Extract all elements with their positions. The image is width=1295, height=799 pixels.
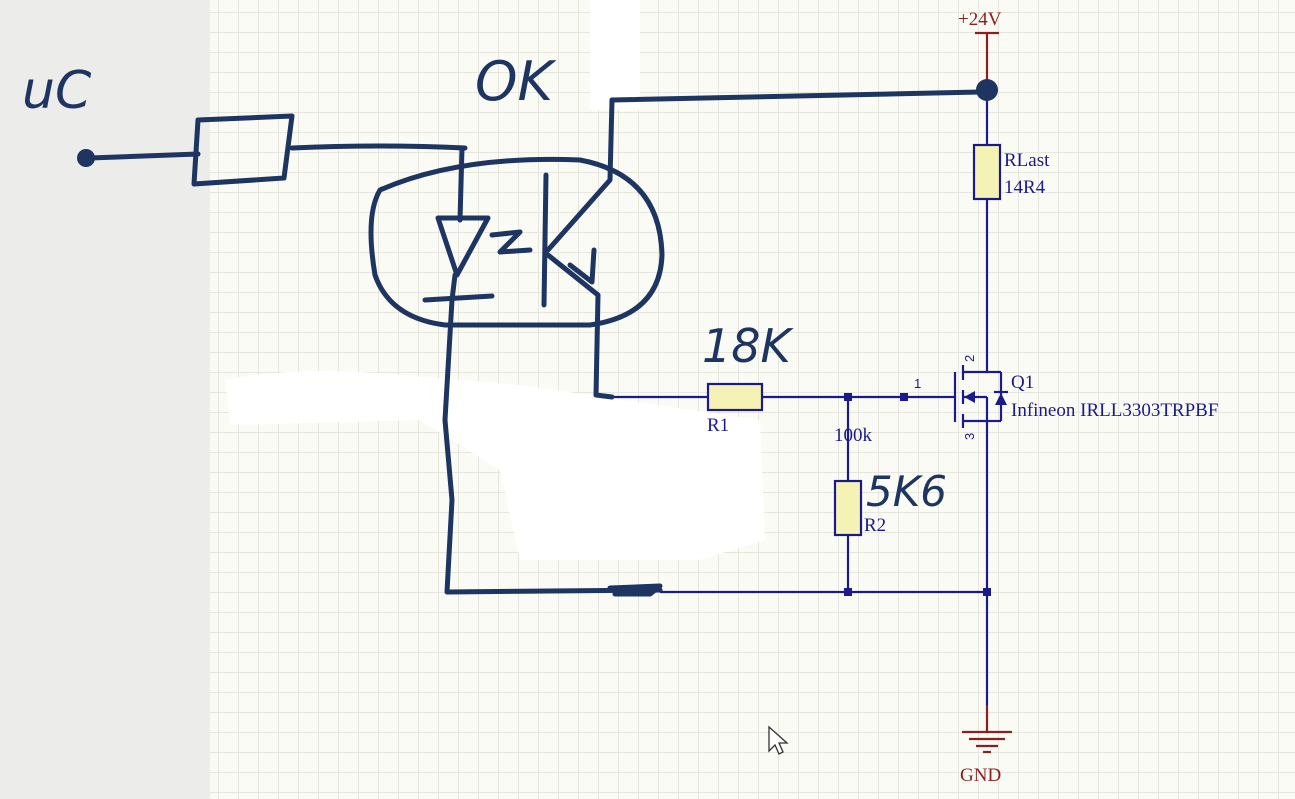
hand-label-ok: OK: [475, 50, 557, 113]
pin-drain: 2: [962, 355, 977, 362]
load-value: 14R4: [1004, 177, 1046, 198]
ink-series-resistor: [191, 113, 295, 187]
hand-label-uc: uC: [22, 61, 92, 121]
ink-wire-to-led: [289, 143, 468, 151]
pin-gate: 1: [914, 376, 921, 391]
load-resistor: RLast 14R4: [972, 143, 1050, 201]
junction-pin1: [900, 393, 908, 401]
ink-led-anode: [457, 145, 465, 223]
mosfet-q1: 1 2 3 Q1 Infineon IRLL3303TRPBF: [914, 345, 1218, 440]
ground-label: GND: [960, 765, 1001, 786]
resistor-r1: R1: [706, 382, 764, 436]
led-triangle: [435, 215, 491, 278]
junction-r2-ground: [844, 588, 852, 596]
whiteout-marks: [225, 0, 765, 560]
supply-symbol: +24V: [958, 9, 1002, 88]
ground-symbol: GND: [960, 705, 1012, 786]
ink-ground-join: [607, 583, 663, 597]
emitter-arrow: [567, 247, 597, 285]
resistor-r2: 100k R2: [833, 425, 886, 537]
r2-designator: R2: [864, 515, 886, 536]
hand-label-r1-value: 18K: [702, 319, 795, 373]
phototransistor-emitter: [545, 252, 615, 400]
q1-part: Infineon IRLL3303TRPBF: [1011, 400, 1218, 421]
mouse-cursor-icon: [768, 725, 789, 755]
r2-value: 100k: [834, 425, 873, 446]
power-rail-wires: [610, 88, 989, 705]
led-bar: [422, 293, 495, 303]
q1-designator: Q1: [1011, 372, 1034, 393]
phototransistor-collector: [545, 97, 615, 253]
paper-margin: [0, 0, 210, 799]
ink-wire-uc: [87, 151, 201, 161]
load-designator: RLast: [1004, 150, 1050, 171]
pin-source: 3: [962, 433, 977, 440]
optocoupler-outline: [368, 156, 665, 328]
junction-source-ground: [983, 588, 991, 596]
r1-designator: R1: [707, 415, 729, 436]
supply-label: +24V: [958, 9, 1002, 30]
handwritten-sketch: uC OK 18K 5K6: [22, 50, 998, 597]
phototransistor-base: [541, 172, 549, 308]
ink-supply-junction: [976, 79, 998, 101]
led-light-arrows: [489, 229, 533, 255]
junction-gate: [844, 393, 852, 401]
uc-terminal-dot: [77, 149, 95, 167]
ink-led-cathode: [449, 272, 458, 303]
ink-wire-cathode-to-ground: [442, 297, 663, 595]
ink-wire-collector-to-supply: [609, 89, 983, 103]
hand-label-r2-value: 5K6: [866, 467, 947, 516]
junction-dots: [844, 393, 991, 596]
